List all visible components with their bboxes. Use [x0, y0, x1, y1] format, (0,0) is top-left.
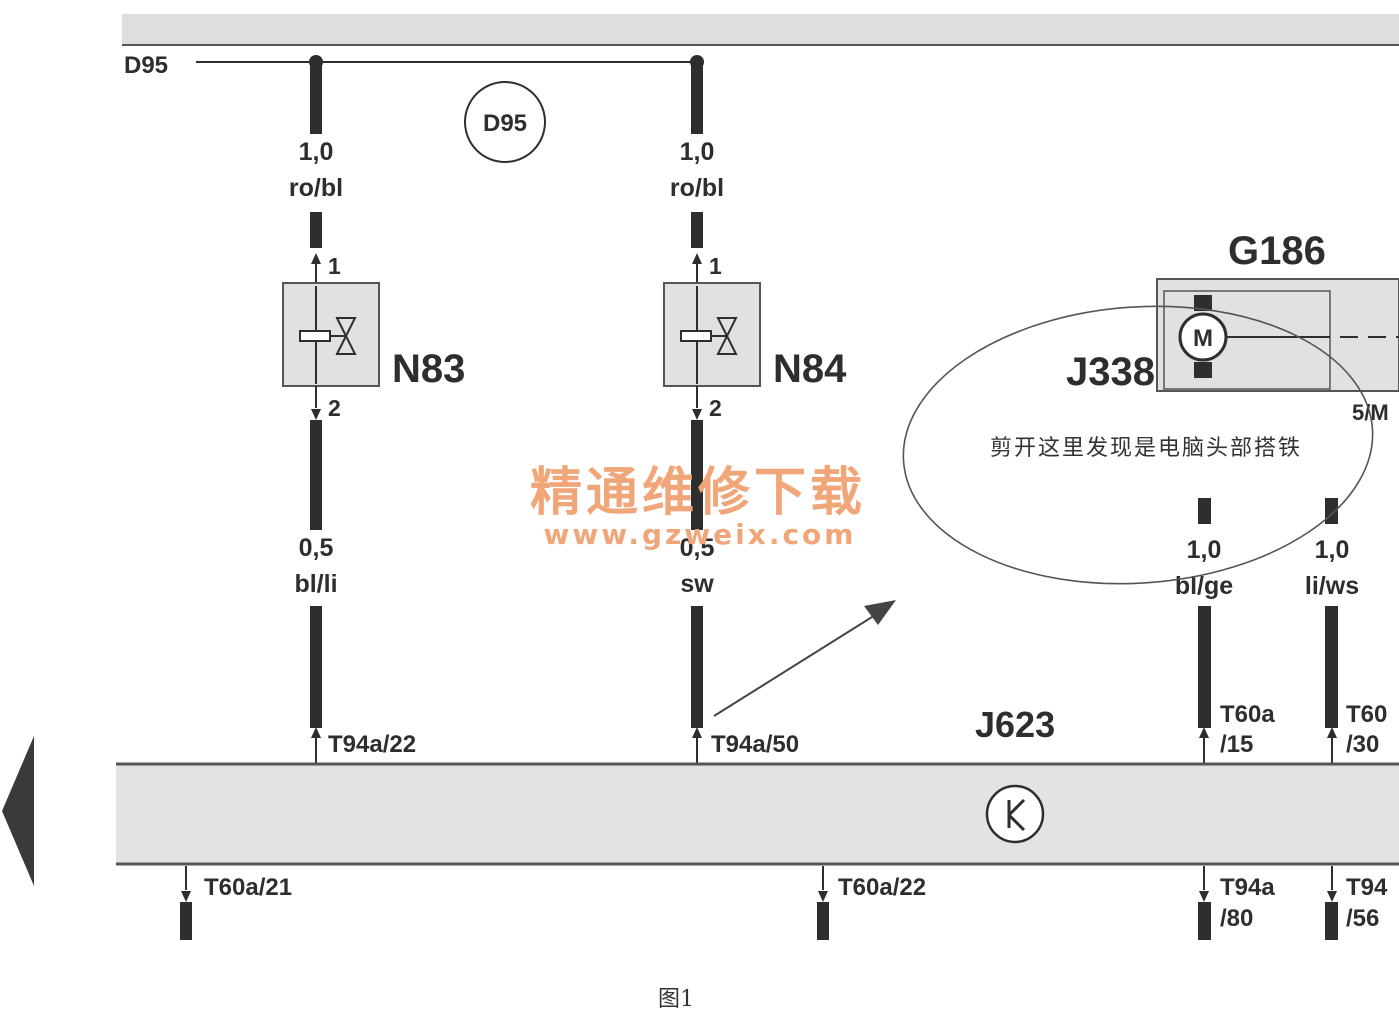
conn-bottom-right1-b: /80	[1220, 905, 1253, 932]
d95-circle-label: D95	[483, 110, 527, 137]
n83-pin1-arrow-icon	[311, 253, 321, 264]
motor-terminal-bottom	[1194, 362, 1212, 378]
valve-icon	[299, 286, 357, 384]
motor-symbol: M	[1193, 325, 1213, 352]
wire-right2-size: 1,0	[1315, 536, 1350, 564]
conn-down-arrow-icon	[181, 891, 191, 902]
conn-top-right1-b: /15	[1220, 731, 1253, 758]
wire-mid-top-color: ro/bl	[670, 174, 724, 202]
g186-label: G186	[1228, 229, 1326, 273]
top-frame-band	[122, 14, 1399, 46]
conn-bottom-right2-b: /56	[1346, 905, 1379, 932]
n84-pin-bottom: 2	[709, 395, 722, 421]
j623-label: J623	[975, 704, 1055, 745]
wire-mid-bottom-1	[691, 420, 703, 530]
wire-left-top-1	[310, 64, 322, 134]
conn-bottom-right2-a: T94	[1346, 874, 1388, 901]
bus-label: D95	[124, 52, 168, 79]
wire-bottom-mid	[817, 902, 829, 940]
wire-bottom-right2	[1325, 902, 1338, 940]
watermark-url: www.gzweix.com	[544, 518, 857, 551]
wire-mid-bottom-color: sw	[680, 570, 714, 598]
wire-left-top-size: 1,0	[299, 138, 334, 166]
wire-left-top-2	[310, 212, 322, 248]
wire-left-bottom-color: bl/li	[294, 570, 337, 598]
j623-bar	[116, 764, 1399, 864]
wire-bottom-left	[180, 902, 192, 940]
conn-arrow-icon	[692, 727, 702, 738]
n84-label: N84	[773, 347, 847, 391]
conn-down-arrow-icon	[1199, 891, 1209, 902]
wire-left-bottom-size: 0,5	[299, 534, 334, 562]
n83-pin2-arrow-icon	[311, 409, 321, 420]
motor-icon	[1178, 312, 1228, 362]
valve-icon	[680, 286, 738, 384]
n83-label: N83	[392, 347, 465, 391]
conn-arrow-icon	[1199, 727, 1209, 738]
j338-label: J338	[1066, 350, 1155, 394]
conn-down-arrow-icon	[1327, 891, 1337, 902]
conn-bottom-right1-a: T94a	[1220, 874, 1275, 901]
wire-right2-bottom	[1325, 606, 1338, 728]
j338-inner-box	[1163, 290, 1331, 390]
watermark-cn: 精通维修下载	[530, 463, 866, 523]
conn-top-left: T94a/22	[328, 731, 416, 758]
conn-down-arrow-icon	[818, 891, 828, 902]
n83-pin-top: 1	[328, 253, 341, 279]
wire-right1-bottom	[1198, 606, 1211, 728]
d95-circle	[464, 81, 546, 163]
conn-arrow-icon	[1327, 727, 1337, 738]
figure-caption: 图1	[658, 987, 694, 1012]
pointer-arrow-head-icon	[864, 600, 896, 625]
wire-right1-color: bl/ge	[1175, 572, 1233, 600]
wire-mid-bottom-size: 0,5	[680, 534, 715, 562]
n84-pin2-arrow-icon	[692, 409, 702, 420]
annotation-ellipse	[902, 305, 1374, 585]
motor-terminal-top	[1194, 295, 1212, 311]
n83-pin-bottom: 2	[328, 395, 341, 421]
wire-mid-bottom-2	[691, 606, 703, 728]
wire-bottom-right1	[1198, 902, 1211, 940]
left-triangle-icon	[2, 736, 34, 886]
conn-top-right2-b: /30	[1346, 731, 1379, 758]
conn-top-mid: T94a/50	[711, 731, 799, 758]
conn-bottom-mid: T60a/22	[838, 874, 926, 901]
wire-left-bottom-1	[310, 420, 322, 530]
wire-right2-color: li/ws	[1305, 572, 1359, 600]
conn-arrow-icon	[311, 727, 321, 738]
wire-right1-size: 1,0	[1187, 536, 1222, 564]
wire-left-top-color: ro/bl	[289, 174, 343, 202]
wire-right1-top	[1198, 498, 1211, 524]
n84-pin1-arrow-icon	[692, 253, 702, 264]
wire-mid-top-size: 1,0	[680, 138, 715, 166]
wire-left-bottom-2	[310, 606, 322, 728]
ground-k-icon	[985, 784, 1045, 844]
conn-top-right2-a: T60	[1346, 701, 1387, 728]
wire-mid-top-2	[691, 212, 703, 248]
pointer-arrow-line	[713, 611, 881, 717]
conn-bottom-left: T60a/21	[204, 874, 292, 901]
n84-pin-top: 1	[709, 253, 722, 279]
annotation-text: 剪开这里发现是电脑头部搭铁	[990, 436, 1302, 461]
conn-top-right1-a: T60a	[1220, 701, 1275, 728]
wire-mid-top-1	[691, 64, 703, 134]
